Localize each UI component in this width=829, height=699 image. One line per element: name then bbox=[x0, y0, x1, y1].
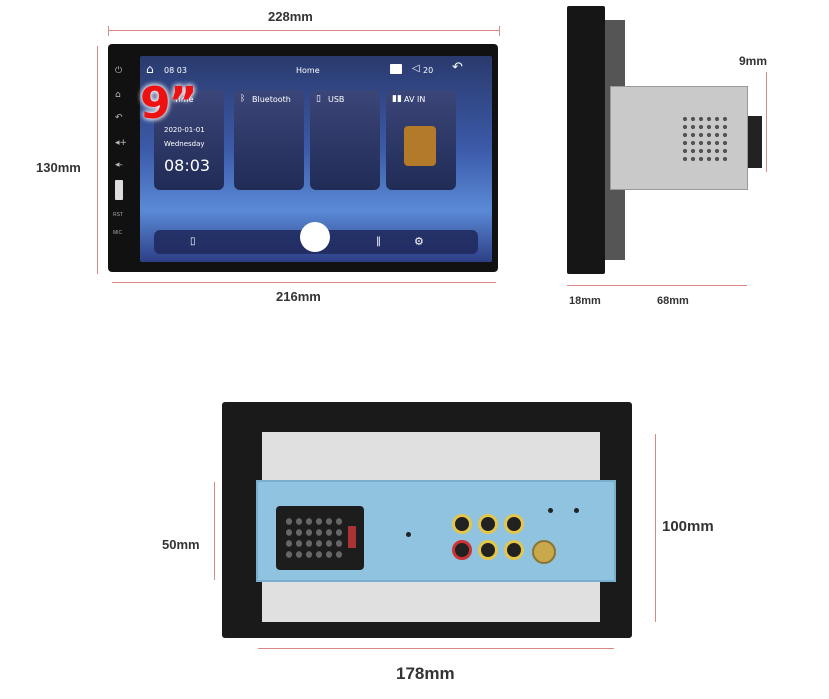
rca-jack bbox=[504, 540, 524, 560]
clock-icon: ◷ bbox=[160, 94, 168, 104]
rear-width-line bbox=[258, 648, 614, 649]
rca-jack bbox=[478, 514, 498, 534]
equalizer-icon[interactable]: ‖ bbox=[376, 236, 381, 247]
volume-level: 20 bbox=[423, 66, 434, 75]
card-time[interactable]: Time ◷ 2020-01-01 Wednesday 08:03 bbox=[154, 90, 224, 190]
front-width-top-tick-right bbox=[499, 26, 500, 36]
antenna-socket bbox=[532, 540, 556, 564]
card-usb-label: USB bbox=[328, 95, 345, 104]
side-depth-line bbox=[567, 285, 747, 286]
side-face-depth-label: 18mm bbox=[569, 295, 601, 307]
home-title: Home bbox=[296, 66, 320, 75]
home-icon[interactable]: ⌂ bbox=[146, 62, 154, 76]
gear-icon[interactable]: ⚙ bbox=[414, 235, 424, 248]
bluetooth-icon: ᛒ bbox=[240, 94, 246, 104]
pcb-screw-dot bbox=[548, 508, 553, 513]
front-width-top-tick-left bbox=[108, 26, 109, 36]
chassis-vent-grid bbox=[681, 115, 729, 163]
card-time-label: Time bbox=[174, 95, 194, 104]
rca-plug-icon bbox=[404, 126, 436, 166]
power-icon[interactable]: ⏻ bbox=[115, 66, 123, 76]
top-time: 08 03 bbox=[164, 66, 187, 75]
screen-bottom-bar: ▯ ‖ ⚙ bbox=[154, 222, 478, 254]
front-width-bottom-label: 216mm bbox=[276, 289, 321, 304]
speaker-icon[interactable]: ◁ bbox=[412, 63, 420, 74]
card-usb[interactable]: USB ▯ bbox=[310, 90, 380, 190]
side-button-rst[interactable]: RST bbox=[113, 212, 123, 218]
card-av-in[interactable]: AV IN ▮▮ bbox=[386, 90, 456, 190]
side-chassis bbox=[610, 86, 748, 190]
size-badge: 9” bbox=[140, 78, 198, 129]
card-bluetooth[interactable]: Bluetooth ᛒ bbox=[234, 90, 304, 190]
front-width-top-line bbox=[108, 30, 500, 31]
side-connector bbox=[748, 116, 762, 168]
rear-height-line bbox=[655, 434, 656, 622]
screen-top-bar: ⌂ 08 03 Home ◁ 20 ↶ bbox=[140, 56, 492, 82]
pcb-screw-dot bbox=[574, 508, 579, 513]
card-av-in-label: AV IN bbox=[404, 95, 426, 104]
av-in-icon: ▮▮ bbox=[392, 94, 402, 104]
harness-red-latch bbox=[348, 526, 356, 548]
front-width-bottom-line bbox=[112, 282, 496, 283]
harness-pins bbox=[284, 516, 344, 560]
front-width-top-label: 228mm bbox=[268, 9, 313, 24]
rear-plate-height-label: 50mm bbox=[162, 537, 200, 552]
front-height-label: 130mm bbox=[36, 160, 81, 175]
card-bluetooth-label: Bluetooth bbox=[252, 95, 291, 104]
wiring-harness-connector bbox=[276, 506, 364, 570]
rear-height-label: 100mm bbox=[662, 518, 714, 535]
back-side-icon[interactable]: ↶ bbox=[115, 113, 123, 123]
rear-width-label: 178mm bbox=[396, 664, 455, 683]
volume-down-icon[interactable]: ◂- bbox=[115, 160, 123, 170]
pcb-screw-dot bbox=[406, 532, 411, 537]
rca-jack bbox=[478, 540, 498, 560]
usb-icon: ▯ bbox=[316, 94, 321, 104]
home-side-icon[interactable]: ⌂ bbox=[115, 90, 121, 100]
clock-text: 08:03 bbox=[164, 156, 211, 175]
date-text: 2020-01-01 bbox=[164, 126, 205, 134]
battery-icon[interactable]: ▯ bbox=[190, 236, 196, 247]
side-face-plate bbox=[567, 6, 605, 274]
screen-icon[interactable] bbox=[390, 64, 402, 74]
side-chassis-depth-label: 68mm bbox=[657, 295, 689, 307]
side-button-mic: MIC bbox=[113, 230, 123, 236]
back-arrow-icon[interactable]: ↶ bbox=[452, 60, 463, 75]
volume-up-icon[interactable]: ◂+ bbox=[115, 138, 128, 148]
front-height-line bbox=[97, 46, 98, 274]
side-depth-connector-label: 9mm bbox=[739, 54, 768, 68]
rca-jack-red bbox=[452, 540, 472, 560]
menu-apps-icon[interactable] bbox=[300, 222, 330, 252]
usb-port-icon bbox=[115, 180, 123, 200]
side-depth-connector-line bbox=[766, 72, 767, 172]
head-unit-screen[interactable]: ⌂ 08 03 Home ◁ 20 ↶ Time ◷ 2020-01-01 We… bbox=[140, 56, 492, 262]
weekday-text: Wednesday bbox=[164, 140, 205, 148]
rca-jack bbox=[504, 514, 524, 534]
rca-jack bbox=[452, 514, 472, 534]
rear-plate-height-line bbox=[214, 482, 215, 580]
